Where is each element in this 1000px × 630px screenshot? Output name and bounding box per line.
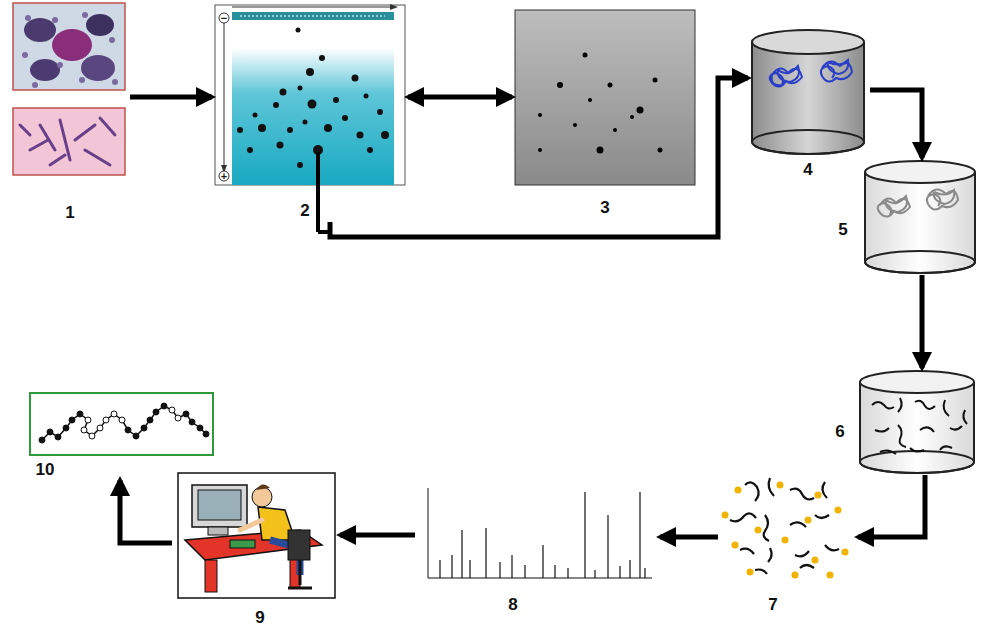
workflow-step: 4 [748, 25, 870, 180]
step-number: 1 [65, 203, 74, 223]
step-number: 7 [768, 595, 777, 615]
polarity-sign: + [221, 171, 227, 182]
labelled-peptides [722, 478, 849, 579]
step-number: 4 [803, 160, 812, 180]
workflow-step: 10 [25, 390, 218, 480]
workflow-step: 6 [832, 368, 978, 475]
workflow-step: 2 [212, 0, 408, 222]
gel-image [515, 10, 695, 185]
two-d-gel [215, 4, 405, 232]
flow-arrow [920, 275, 925, 368]
step-number: 8 [508, 595, 517, 615]
step-number: 5 [838, 220, 847, 240]
step-number: 2 [300, 201, 309, 221]
workflow-step: 3 [512, 5, 698, 222]
step-number: 10 [36, 460, 55, 480]
workflow-step: 1 [10, 0, 130, 222]
mass-spectrum [428, 488, 652, 578]
flow-arrow [120, 480, 172, 543]
step-number: 3 [600, 198, 609, 218]
peptide-tube [860, 371, 974, 473]
step-number: 6 [835, 422, 844, 442]
flow-arrow [408, 95, 512, 100]
step-number: 9 [255, 608, 264, 628]
protein-tube [752, 30, 864, 154]
workflow-step: 8 [415, 480, 660, 615]
flow-arrow [340, 533, 415, 538]
workflow-step: 9 [172, 470, 340, 628]
digest-tube [865, 161, 975, 273]
workflow-step: 5 [835, 158, 978, 275]
peptide-sequence [30, 393, 213, 455]
workflow-step: 7 [718, 468, 858, 615]
flow-arrow [330, 78, 748, 237]
flow-arrow [858, 475, 925, 537]
polarity-sign: − [221, 13, 227, 24]
flow-arrow [660, 535, 718, 540]
computer-analysis [178, 473, 335, 598]
flow-arrow [130, 95, 212, 100]
cell-micrograph [13, 3, 125, 175]
flow-arrow [870, 90, 922, 158]
